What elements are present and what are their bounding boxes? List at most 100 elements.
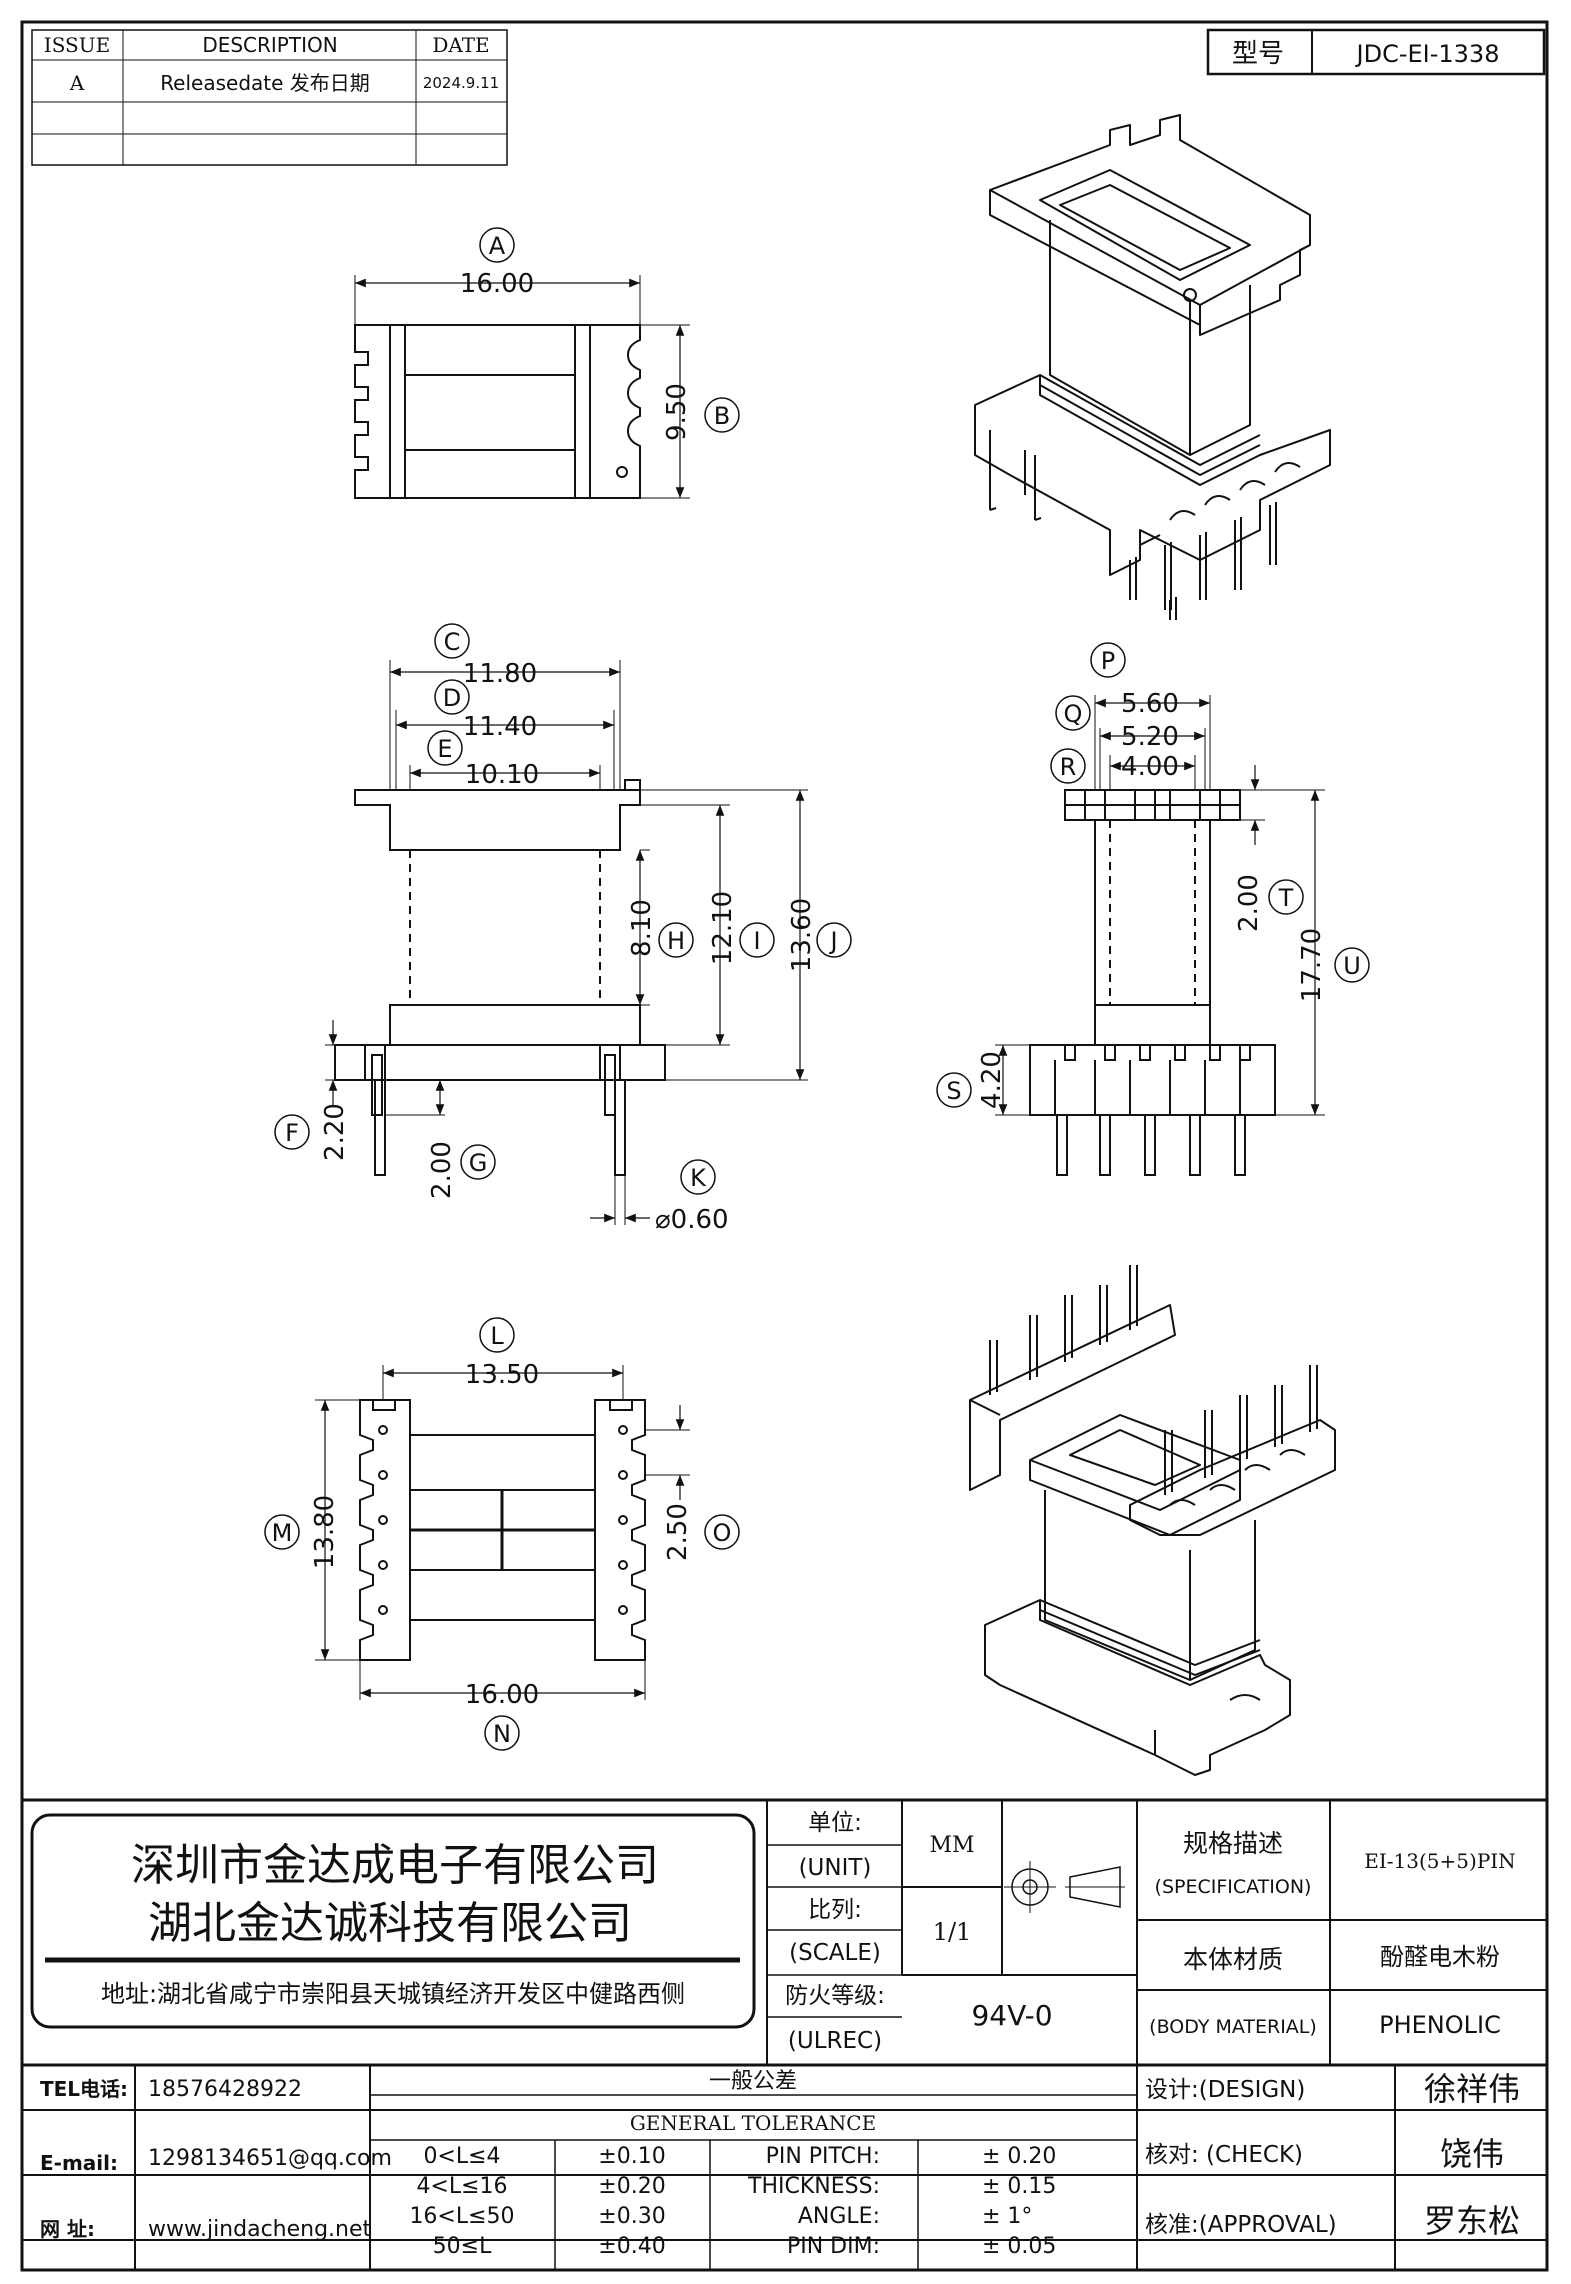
tol-item-3: ANGLE: [798,2204,880,2229]
dim-B: 9.50 [662,383,692,441]
dim-P: 5.60 [1121,689,1179,719]
rev-header-date: DATE [432,33,489,57]
scale-label-en: (SCALE) [789,1940,881,1966]
tel-value: 18576428922 [148,2077,302,2102]
signoff-check-name: 饶伟 [1440,2135,1504,2173]
label-T: T [1278,884,1294,912]
tol-value-4: ±0.40 [598,2234,665,2259]
label-M: M [272,1519,293,1547]
label-E: E [437,735,452,763]
email-label: E-mail: [40,2151,118,2175]
rev-row1-date: 2024.9.11 [423,74,499,92]
dim-N: 16.00 [465,1680,539,1710]
rev-row1-description: Releasedate 发布日期 [160,71,370,95]
label-B: B [714,402,730,430]
email-value: 1298134651@qq.com [148,2146,392,2171]
tol-range-3: 16<L≤50 [409,2204,514,2229]
model-label: 型号 [1232,39,1284,69]
dim-S: 4.20 [977,1051,1007,1109]
signoff-approval-role: 核准:(APPROVAL) [1145,2212,1337,2238]
tel-label: TEL电话: [40,2077,128,2101]
label-G: G [469,1149,488,1177]
dim-A: 16.00 [460,269,534,299]
dim-Q: 5.20 [1121,722,1179,752]
rev-row1-issue: A [69,71,85,95]
dim-L: 13.50 [465,1360,539,1390]
tol-value-3: ±0.30 [598,2204,665,2229]
spec-label-en: (SPECIFICATION) [1155,1876,1312,1898]
dim-F: 2.20 [320,1103,350,1161]
tol-value-2: ±0.20 [598,2174,665,2199]
bottom-view [264,1317,740,1751]
material-label-en: (BODY MATERIAL) [1149,2016,1317,2038]
label-J: J [828,927,837,955]
iso-view-bottom [969,1265,1336,1776]
spec-value: EI-13(5+5)PIN [1364,1849,1515,1873]
dim-H: 8.10 [627,899,657,957]
tol-item-4: PIN DIM: [787,2234,880,2259]
tolerance-title-en: GENERAL TOLERANCE [630,2111,876,2135]
dim-E: 10.10 [465,760,539,790]
company-name-2: 湖北金达诚科技有限公司 [148,1898,632,1949]
label-D: D [443,684,461,712]
tol-item-value-2: ± 0.15 [982,2174,1056,2199]
dim-C: 11.80 [463,659,537,689]
fire-label-en: (ULREC) [788,2028,882,2054]
tol-item-value-3: ± 1° [982,2204,1032,2229]
tolerance-ranges: 0<L≤4 ±0.10 4<L≤16 ±0.20 16<L≤50 ±0.30 5… [409,2144,665,2259]
unit-value: MM [929,1833,974,1858]
rev-header-issue: ISSUE [44,33,110,57]
dim-O: 2.50 [663,1503,693,1561]
label-U: U [1343,952,1361,980]
dim-U: 17.70 [1297,928,1327,1002]
sheet-border [20,20,1549,2272]
tol-range-1: 0<L≤4 [423,2144,500,2169]
material-label: 本体材质 [1183,1945,1283,1974]
fire-value: 94V-0 [971,1999,1052,2032]
web-label: 网 址: [40,2217,95,2241]
label-C: C [444,628,461,656]
signoff-check-role: 核对: (CHECK) [1145,2142,1303,2168]
tol-item-2: THICKNESS: [747,2174,880,2199]
scale-label: 比列: [808,1897,862,1923]
dim-M: 13.80 [310,1495,340,1569]
label-P: P [1101,647,1115,675]
rev-header-description: DESCRIPTION [202,33,337,57]
label-A: A [489,232,506,260]
scale-value: 1/1 [933,1918,972,1946]
fire-label: 防火等级: [785,1983,885,2009]
web-value: www.jindacheng.net [148,2217,372,2242]
dim-G: 2.00 [427,1141,457,1199]
label-Q: Q [1064,700,1083,728]
material-value-en: PHENOLIC [1379,2011,1501,2039]
unit-label: 单位: [808,1810,862,1836]
dim-D: 11.40 [463,712,537,742]
dim-T: 2.00 [1234,874,1264,932]
signoff-design-name: 徐祥伟 [1424,2070,1520,2108]
label-S: S [946,1077,961,1105]
company-name-1: 深圳市金达成电子有限公司 [131,1840,659,1891]
tol-item-value-4: ± 0.05 [982,2234,1056,2259]
iso-view-top [974,114,1331,620]
label-I: I [753,927,760,955]
label-K: K [690,1164,707,1192]
spec-label: 规格描述 [1183,1829,1283,1858]
dim-R: 4.00 [1121,752,1179,782]
label-R: R [1060,753,1077,781]
material-value-cn: 酚醛电木粉 [1380,1943,1500,1971]
unit-label-en: (UNIT) [799,1855,872,1881]
signoff-design-role: 设计:(DESIGN) [1145,2077,1305,2103]
dim-J: 13.60 [787,898,817,972]
tol-item-value-1: ± 0.20 [982,2144,1056,2169]
revision-table: ISSUE DESCRIPTION DATE A Releasedate 发布日… [31,29,508,166]
tol-range-4: 50≤L [433,2234,492,2259]
label-O: O [713,1519,732,1547]
top-view [354,227,740,499]
label-N: N [493,1720,511,1748]
dim-I: 12.10 [708,891,738,965]
title-block [22,1798,1547,2270]
tol-value-1: ±0.10 [598,2144,665,2169]
company-address: 地址:湖北省咸宁市崇阳县天城镇经济开发区中健路西侧 [101,1980,685,2008]
signoff-approval-name: 罗东松 [1424,2202,1520,2240]
